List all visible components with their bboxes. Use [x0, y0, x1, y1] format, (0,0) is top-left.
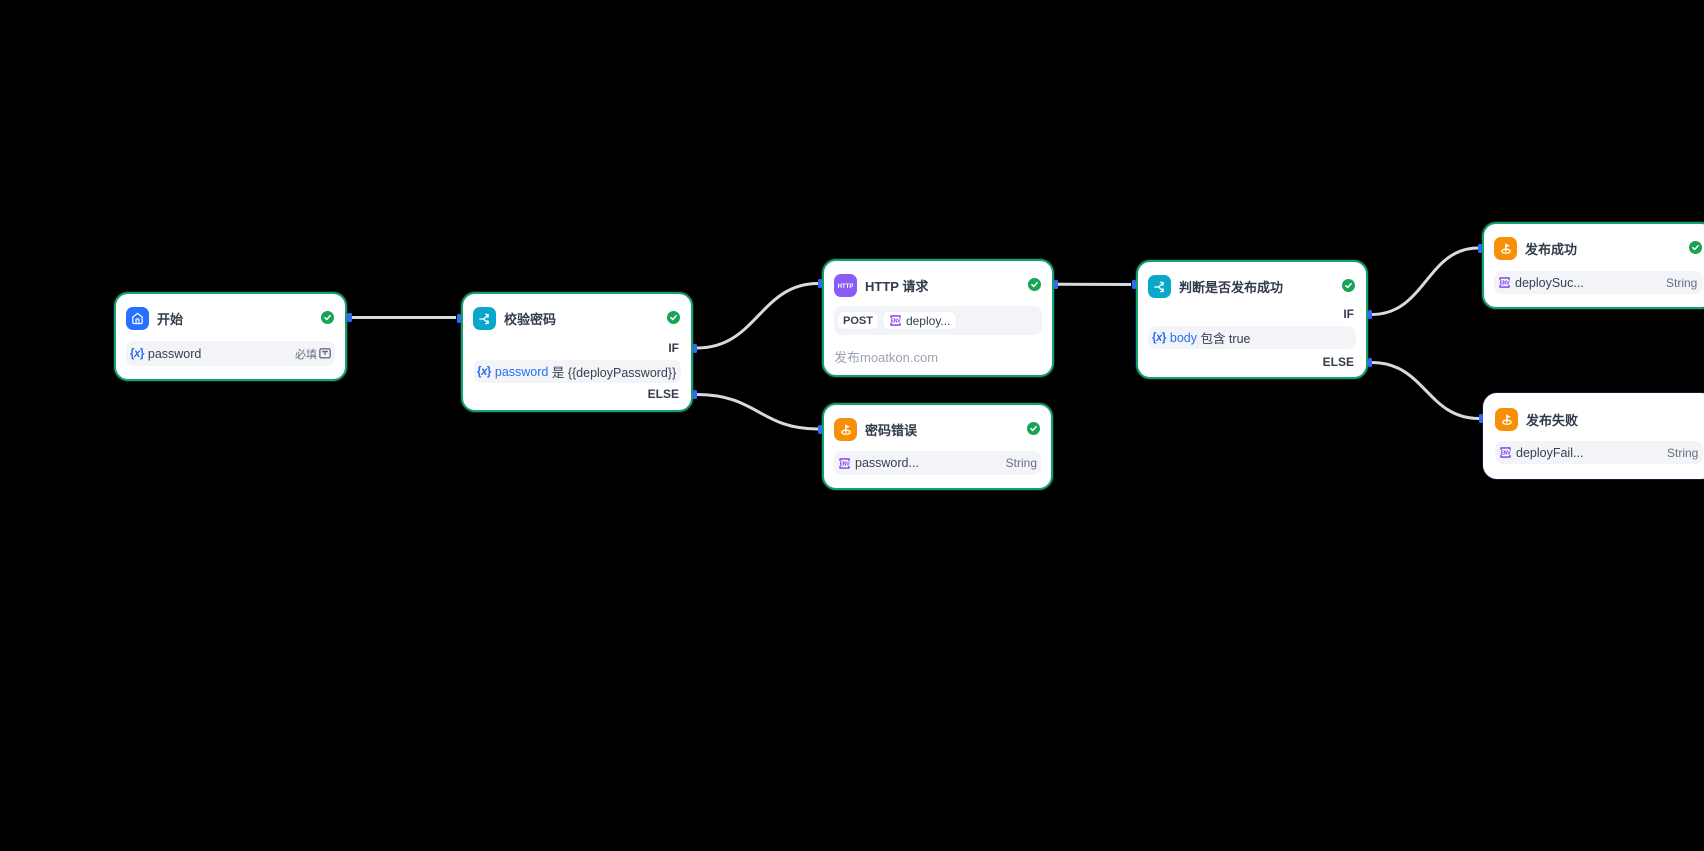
svg-text:ENV: ENV	[1500, 281, 1511, 287]
svg-text:HTTP: HTTP	[838, 284, 854, 290]
svg-text:ENV: ENV	[840, 461, 851, 467]
svg-text:ENV: ENV	[1501, 451, 1512, 457]
svg-text:ENV: ENV	[891, 319, 902, 325]
